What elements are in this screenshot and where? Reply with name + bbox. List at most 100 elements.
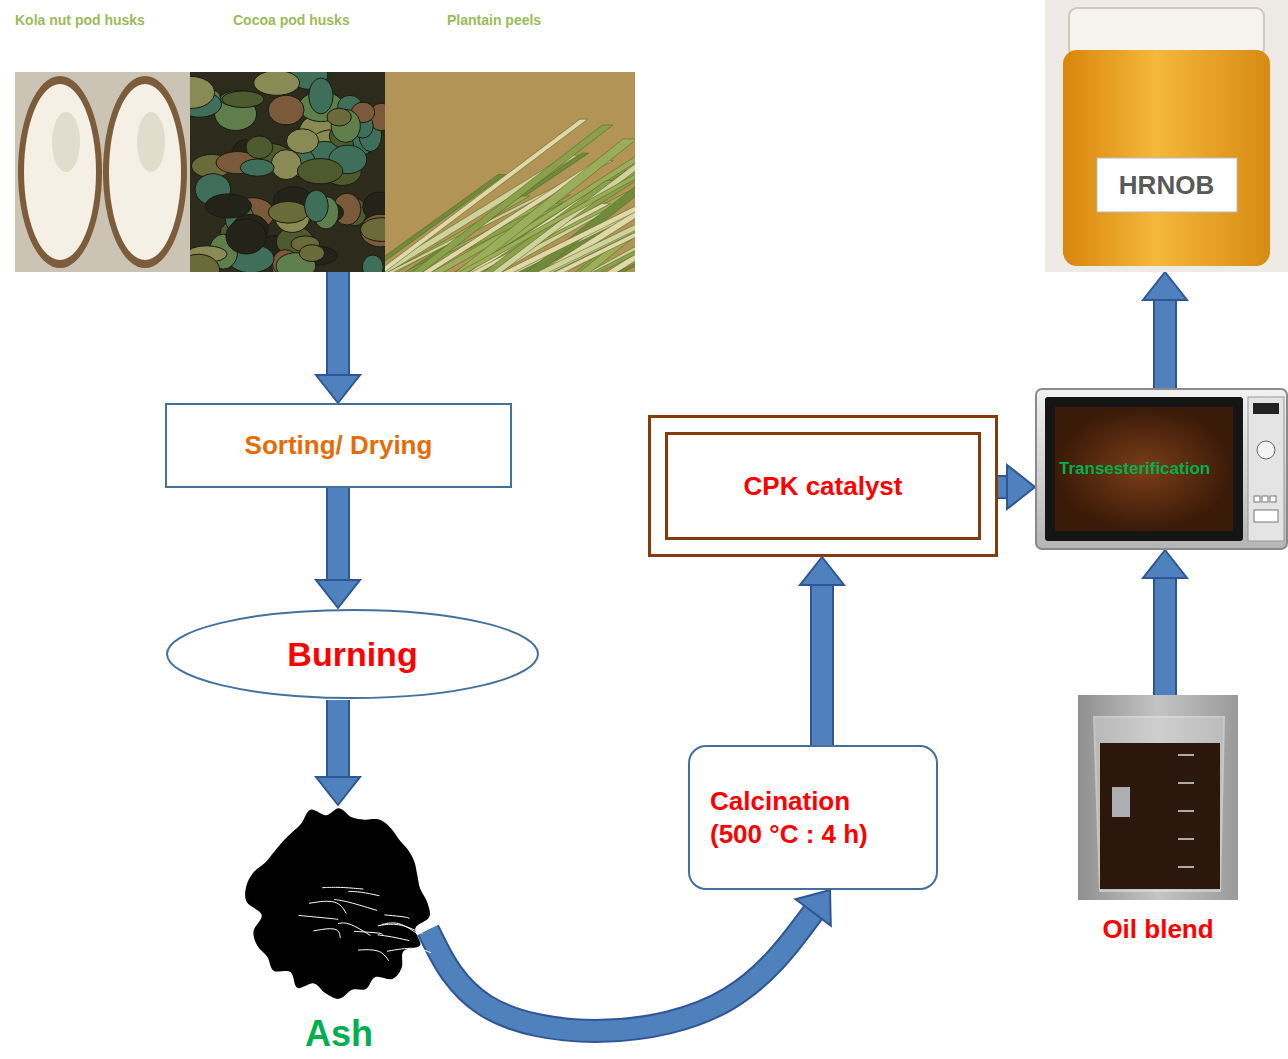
cocoa-husk xyxy=(299,245,324,262)
node-label: Oil blend xyxy=(1102,914,1213,945)
cocoa-husk xyxy=(246,136,273,159)
text-wrap: Transesterification xyxy=(1035,388,1288,550)
text-wrap: Sorting/ Drying xyxy=(167,405,510,486)
cocoa-husk xyxy=(286,129,318,154)
product-jar-illustration xyxy=(1045,0,1288,272)
arrow-head xyxy=(316,375,360,403)
flow-arrow xyxy=(1143,272,1187,388)
beaker-glass xyxy=(1094,717,1224,891)
graduation xyxy=(1178,866,1194,868)
flow-arrow xyxy=(316,488,360,608)
cocoa-husk xyxy=(309,78,333,114)
plantain-strip xyxy=(633,126,635,272)
cocoa-husk xyxy=(271,150,301,180)
jar-body xyxy=(1063,50,1270,266)
microwave-reactor: Transesterification xyxy=(1035,388,1288,550)
ash-streak xyxy=(348,891,379,895)
node-label: Ash xyxy=(305,1014,373,1054)
photo-ground xyxy=(1045,0,1288,272)
ash-streak xyxy=(338,923,370,936)
display xyxy=(1253,403,1279,414)
process-box: Sorting/ Drying xyxy=(165,403,512,488)
ash-streak xyxy=(358,950,389,961)
ash-streak xyxy=(313,929,340,938)
process-ellipse: Burning xyxy=(165,608,540,700)
text-wrap: Calcination (500 °C : 4 h) xyxy=(690,747,936,888)
text-wrap: Ash xyxy=(305,1014,373,1054)
arrow-outline xyxy=(428,912,814,1031)
button xyxy=(1254,510,1278,522)
ash-streak xyxy=(354,931,383,934)
cocoa-husk xyxy=(190,76,215,108)
cocoa-husk xyxy=(362,255,383,272)
ash-streak xyxy=(309,901,346,913)
photo-ground xyxy=(1078,695,1238,900)
cocoa-husk xyxy=(327,108,351,126)
oil-beaker: Oil blend xyxy=(1078,695,1238,945)
button xyxy=(1254,496,1260,502)
node-label: Cocoa pod husks xyxy=(233,12,447,29)
kola-shade xyxy=(52,112,80,172)
text-wrap: Oil blend xyxy=(1102,914,1213,945)
arrow-outline xyxy=(1153,577,1177,695)
plantain-strip xyxy=(534,182,635,272)
node-label: Plantain peels xyxy=(447,12,635,29)
ash-streak xyxy=(387,948,431,953)
text-wrap: Burning xyxy=(165,608,540,700)
cocoa-husk xyxy=(268,201,308,223)
graduation xyxy=(1178,754,1194,756)
text-wrap: CPK catalyst xyxy=(651,418,995,554)
arrow-outline xyxy=(326,272,350,376)
cocoa-husk xyxy=(240,159,274,176)
cocoa-husk xyxy=(305,190,329,222)
arrow-shaft xyxy=(1155,577,1175,695)
cocoa-husk xyxy=(361,218,385,242)
kola-flesh xyxy=(109,84,181,260)
plantain-strip xyxy=(441,155,635,272)
node-label: Kola nut pod husks xyxy=(15,12,233,29)
arrow-shaft xyxy=(328,488,348,581)
plantain-strip xyxy=(399,125,612,272)
arrow-head xyxy=(800,557,844,585)
arrow-shaft xyxy=(428,912,814,1031)
arrow-head xyxy=(316,580,360,608)
cocoa-husk xyxy=(226,219,266,254)
graduation xyxy=(1178,838,1194,840)
flow-arrow xyxy=(800,557,844,745)
process-box: Calcination (500 °C : 4 h) xyxy=(688,745,938,890)
node-label: Burning xyxy=(287,635,417,674)
arrow-head xyxy=(316,777,360,805)
node-label: HRNOB xyxy=(1045,167,1288,203)
ash-heap xyxy=(245,808,430,999)
cocoa-husk xyxy=(254,72,300,95)
node-label: Sorting/ Drying xyxy=(245,430,433,461)
arrow-outline xyxy=(326,488,350,581)
node-label: Transesterification xyxy=(1059,459,1210,479)
ash-streak xyxy=(378,935,410,941)
flow-arrow xyxy=(1143,550,1187,695)
ash-streak xyxy=(322,887,363,889)
graduation xyxy=(1178,810,1194,812)
photo-group xyxy=(15,60,878,286)
oil-beaker-illustration xyxy=(1078,695,1238,945)
ellipse-outline xyxy=(167,610,538,698)
flow-arrow xyxy=(998,465,1035,509)
cocoa-husk xyxy=(190,254,220,272)
microwave-window xyxy=(1055,407,1233,531)
text-wrap: Kola nut pod husksCocoa pod husksPlantai… xyxy=(15,12,635,29)
kola-photo xyxy=(15,72,190,272)
microwave-door xyxy=(1045,397,1243,541)
kola-shade xyxy=(137,112,165,172)
arrow-outline xyxy=(810,584,834,745)
knob xyxy=(1257,441,1275,459)
kola-half xyxy=(18,76,102,268)
beaker-mark xyxy=(1112,787,1130,817)
catalyst-box: CPK catalyst xyxy=(648,415,998,557)
plantain-strip xyxy=(517,184,635,272)
arrow-outline xyxy=(326,700,350,778)
flow-arrow xyxy=(428,890,831,1031)
cocoa-husk xyxy=(297,159,342,184)
ash-streak xyxy=(334,899,377,910)
